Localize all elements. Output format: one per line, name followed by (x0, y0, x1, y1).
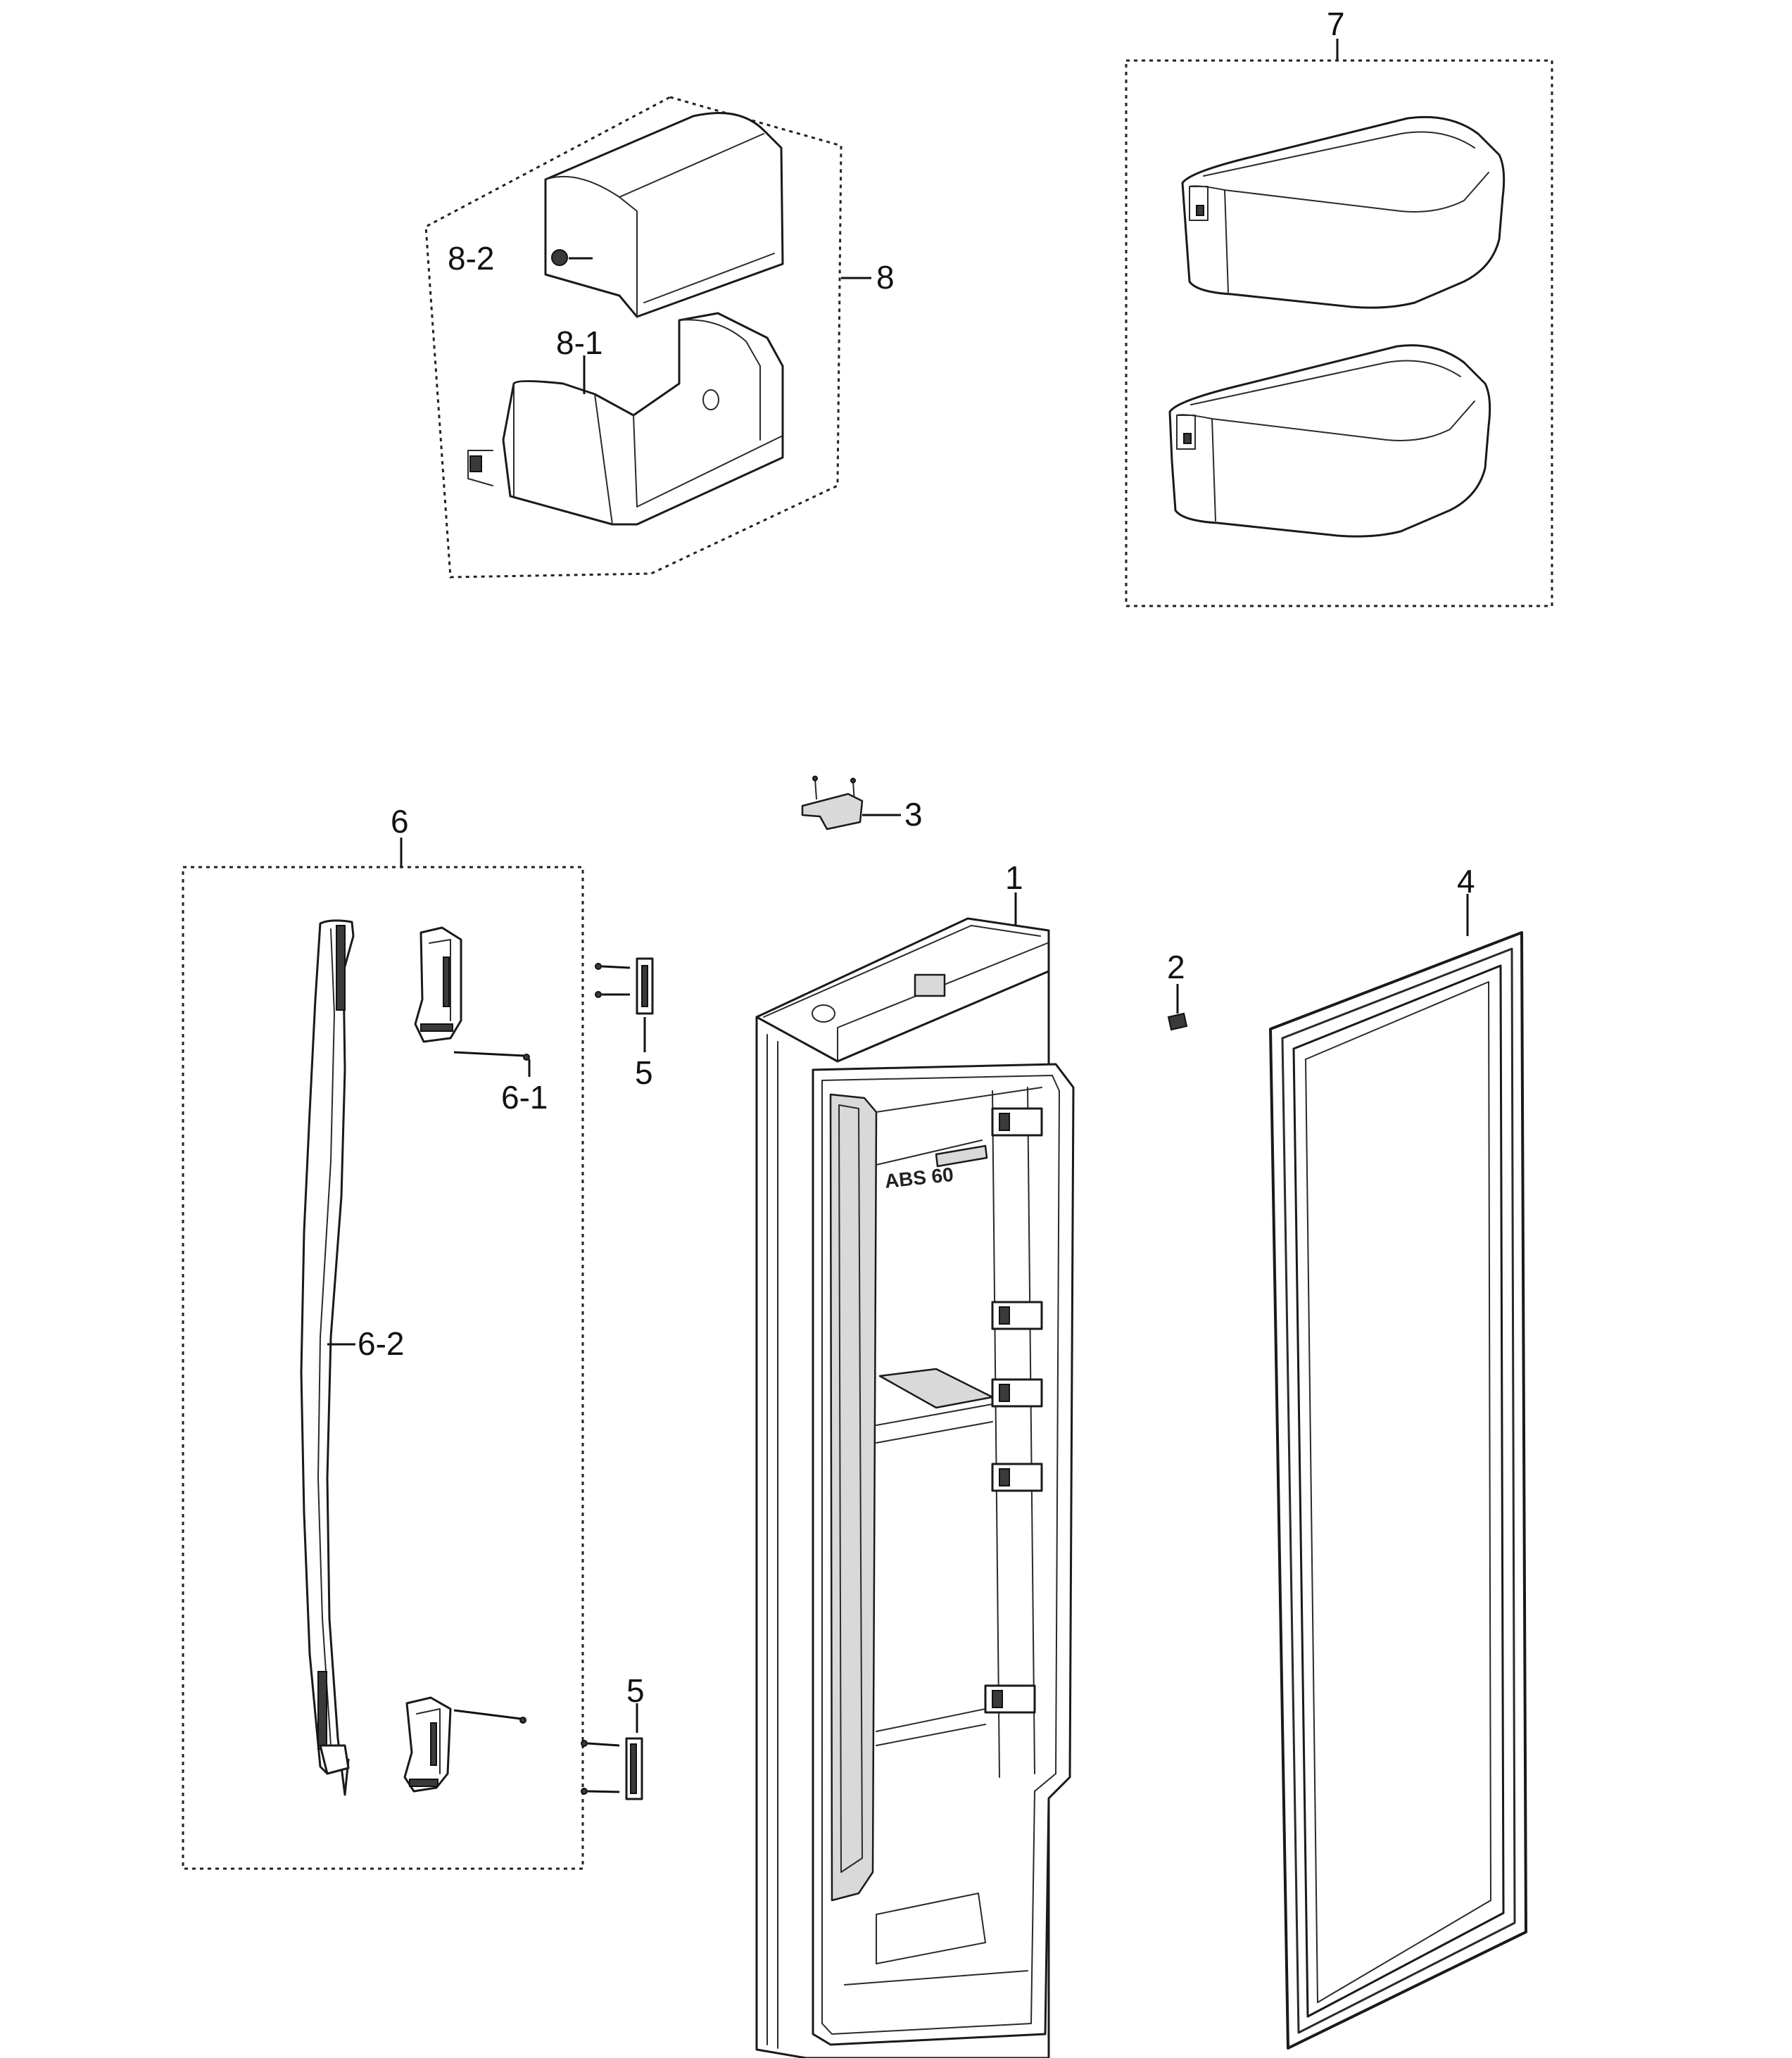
callout-8: 8 (876, 259, 895, 296)
handle-bracket-lower (403, 1696, 452, 1793)
callout-6-2: 6-2 (358, 1325, 404, 1362)
part-3-hinge-cover: 3 (801, 776, 923, 833)
group-7-boundary (1125, 59, 1553, 607)
door-guard-upper (1181, 115, 1506, 309)
part-1-door-assembly: ABS 60 1 (755, 859, 1075, 2058)
callout-8-2: 8-2 (448, 240, 494, 277)
callout-6: 6 (391, 803, 409, 840)
part-8-2-bin-cover (544, 112, 784, 318)
part-7-door-guards: 7 (1125, 6, 1553, 607)
callout-1: 1 (1005, 859, 1023, 896)
part-6-2-handle-bar (300, 919, 355, 1796)
part-8-dairy-bin-assembly: 8-2 8-1 8 (424, 96, 895, 579)
callout-2: 2 (1167, 949, 1185, 985)
door-guard-lower (1168, 344, 1491, 538)
callout-4: 4 (1457, 863, 1475, 899)
part-5-upper: 5 (595, 957, 654, 1091)
callout-5-upper: 5 (635, 1054, 653, 1091)
callout-7: 7 (1327, 6, 1345, 42)
callout-6-1: 6-1 (501, 1079, 548, 1116)
part-6-handle-assembly: 6 6-2 6-1 (182, 803, 584, 1870)
part-5-lower: 5 (581, 1672, 645, 1800)
part-6-1-bracket-upper (414, 926, 462, 1043)
part-8-1-bin (467, 312, 784, 526)
callout-3: 3 (904, 796, 923, 833)
part-8-2-knob (551, 249, 568, 266)
part-4-door-gasket: 4 (1269, 863, 1527, 2050)
callout-8-1: 8-1 (556, 324, 602, 361)
group-6-boundary (182, 866, 584, 1870)
callout-5-lower: 5 (626, 1672, 645, 1709)
part-2-cap: 2 (1167, 949, 1188, 1031)
